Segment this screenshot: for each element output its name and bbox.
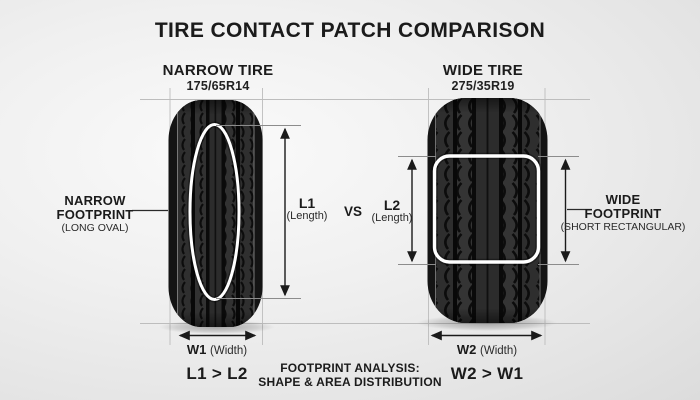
footer-line1: FOOTPRINT ANALYSIS:: [280, 361, 420, 375]
narrow-tire-size: 175/65R14: [186, 79, 250, 93]
wide-contact-patch-outline: [432, 154, 541, 264]
w2-label: W2: [456, 342, 477, 357]
l2-sub-label: (Length): [371, 212, 413, 224]
wide-tire-size: 275/35R19: [451, 79, 515, 93]
vs-label: VS: [343, 204, 362, 219]
narrow-callout-line2: FOOTPRINT: [56, 207, 134, 222]
wide-tire-tread: [427, 98, 548, 323]
narrow-callout-line3: (LONG OVAL): [61, 222, 129, 234]
narrow-tire-heading: NARROW TIRE: [162, 62, 274, 79]
wide-callout-line1: WIDE: [605, 192, 641, 207]
wide-tire-image: [427, 98, 548, 323]
narrow-callout-line1: NARROW: [64, 193, 126, 208]
l2-length-label: L2 (Length): [361, 198, 423, 225]
w1-width-label: W1 (Width): [157, 342, 277, 357]
wide-callout-line3: (SHORT RECTANGULAR): [560, 221, 686, 233]
l1-label: L1: [298, 195, 316, 211]
narrow-tire-image: [168, 100, 263, 327]
page-title: TIRE CONTACT PATCH COMPARISON: [154, 19, 546, 42]
l1-sub-label: (Length): [286, 210, 328, 222]
w2-sub-label: (Width): [480, 345, 518, 357]
l2-label: L2: [383, 197, 401, 213]
length-comparison: L1 > L2: [186, 364, 248, 383]
w1-sub-label: (Width): [210, 345, 248, 357]
width-comparison: W2 > W1: [450, 364, 524, 383]
footprint-analysis-note: FOOTPRINT ANALYSIS: SHAPE & AREA DISTRIB…: [240, 361, 460, 389]
l1-length-label: L1 (Length): [276, 196, 338, 223]
narrow-tire-tread: [168, 100, 263, 327]
w2-width-label: W2 (Width): [427, 342, 547, 357]
wide-tire-heading: WIDE TIRE: [442, 62, 524, 79]
narrow-contact-patch-outline: [188, 123, 241, 301]
footer-line2: SHAPE & AREA DISTRIBUTION: [258, 374, 442, 389]
wide-footprint-callout: WIDE FOOTPRINT (SHORT RECTANGULAR): [547, 193, 699, 234]
wide-callout-line2: FOOTPRINT: [584, 206, 662, 221]
narrow-footprint-callout: NARROW FOOTPRINT (LONG OVAL): [25, 194, 165, 235]
w1-label: W1: [186, 342, 207, 357]
